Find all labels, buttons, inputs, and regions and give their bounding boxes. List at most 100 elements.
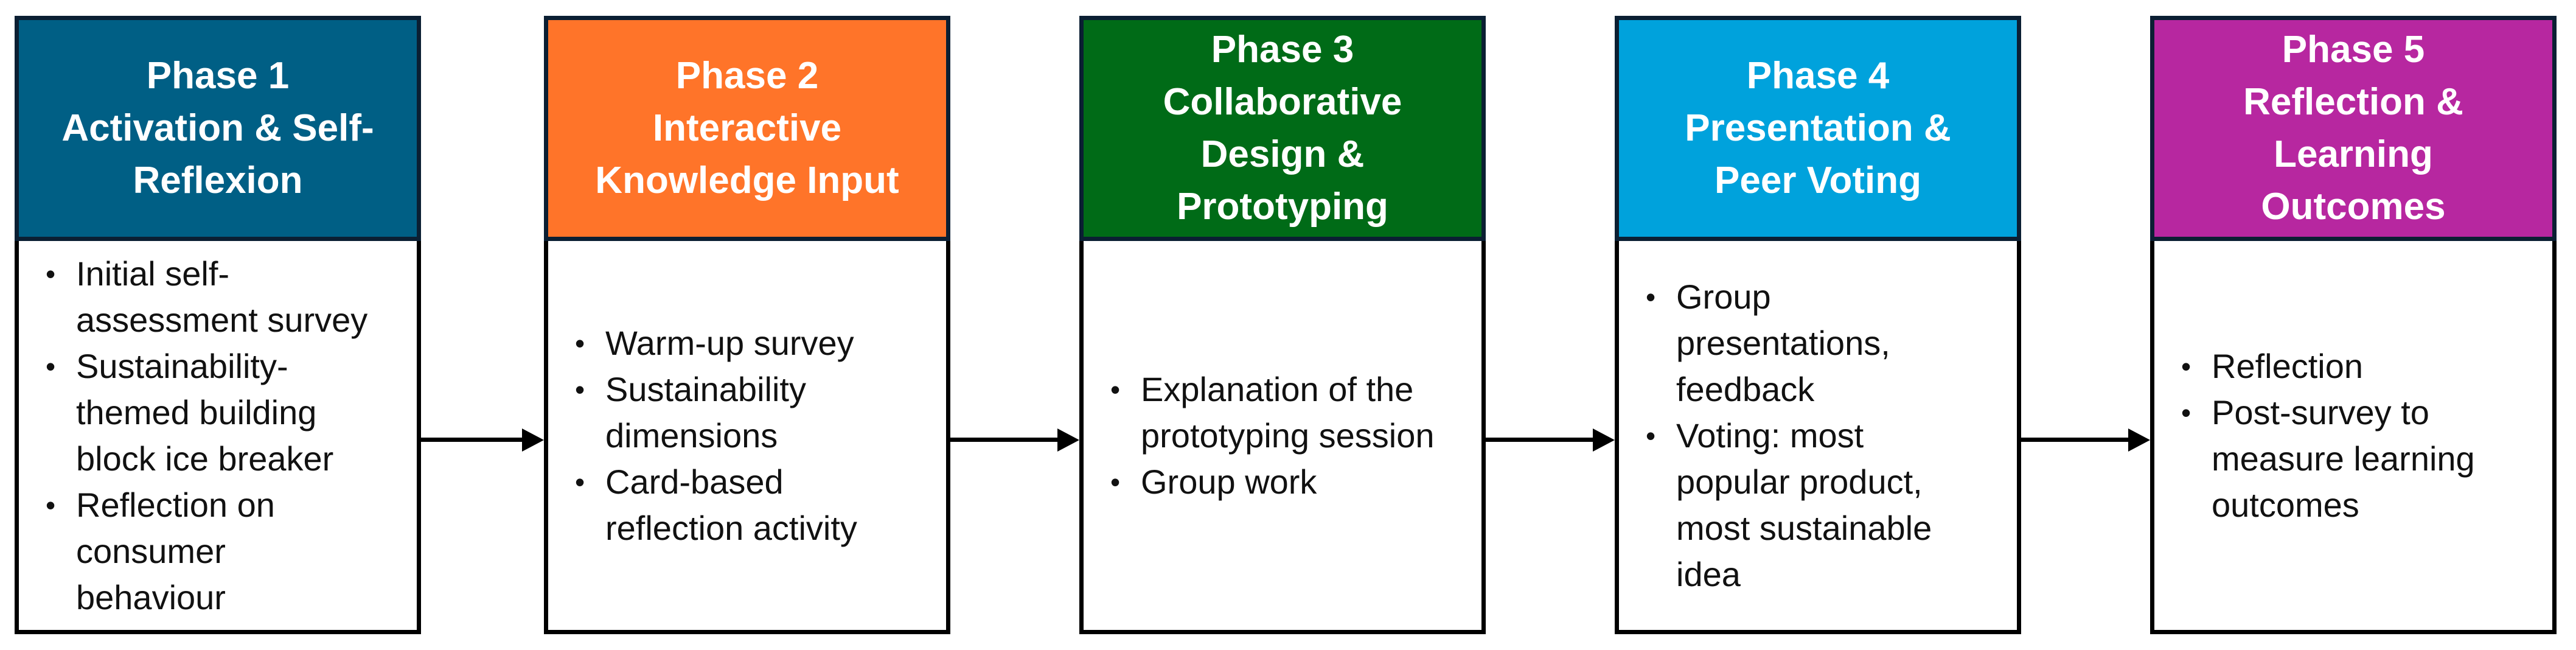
arrow-shaft [2021, 438, 2131, 442]
arrow-phase-3-to-4 [1486, 428, 1615, 452]
list-item: • Sustainability- themed building block … [41, 343, 367, 482]
phase-2-title-line: Phase 2 [675, 55, 819, 97]
bullet-icon: • [1110, 373, 1121, 405]
list-item-line: reflection activity [605, 508, 857, 547]
list-item-line: most sustainable [1676, 508, 1932, 547]
arrow-shaft [421, 438, 524, 442]
list-item-line: dimensions [605, 416, 778, 455]
phase-1: Phase 1 Activation & Self- Reflexion • I… [15, 16, 421, 634]
arrow-shaft [950, 438, 1060, 442]
bullet-icon: • [46, 257, 56, 290]
phase-4-title-line: Presentation & [1685, 107, 1951, 149]
bullet-icon: • [575, 466, 585, 498]
phase-4-title-line: Phase 4 [1746, 55, 1890, 97]
phase-4-title-line: Peer Voting [1714, 159, 1921, 201]
bullet-icon: • [46, 489, 56, 521]
bullet-icon: • [575, 327, 585, 359]
list-item-line: Reflection on [76, 485, 275, 524]
phase-5-body: • Reflection • Post-survey to measure le… [2150, 241, 2557, 634]
list-item-line: measure learning [2212, 439, 2475, 478]
list-item: • Group work [1105, 459, 1435, 505]
list-item-line: feedback [1676, 369, 1815, 408]
bullet-icon: • [1646, 281, 1656, 313]
list-item: • Post-survey to measure learning outcom… [2176, 390, 2475, 528]
phase-4: Phase 4 Presentation & Peer Voting • Gro… [1615, 16, 2021, 634]
list-item: • Initial self- assessment survey [41, 251, 367, 343]
list-item-line: idea [1676, 554, 1741, 593]
list-item-line: Sustainability [605, 369, 806, 408]
phase-4-header: Phase 4 Presentation & Peer Voting [1615, 16, 2021, 241]
list-item-line: assessment survey [76, 300, 368, 339]
list-item-line: Reflection [2212, 346, 2364, 385]
bullet-icon: • [1646, 419, 1656, 452]
phase-5-title-line: Outcomes [2261, 186, 2446, 228]
list-item: • Warm-up survey [570, 320, 857, 366]
list-item-line: prototyping session [1141, 416, 1435, 455]
bullet-icon: • [2181, 350, 2191, 382]
phase-2-activity-list: • Warm-up survey • Sustainability dimens… [570, 320, 857, 551]
phase-3-body: • Explanation of the prototyping session… [1079, 241, 1486, 634]
phase-5-title-line: Reflection & [2243, 81, 2463, 123]
list-item-line: block ice breaker [76, 439, 334, 478]
phase-3-activity-list: • Explanation of the prototyping session… [1105, 366, 1435, 505]
phase-1-title-line: Phase 1 [146, 55, 290, 97]
list-item-line: presentations, [1676, 323, 1890, 362]
phase-3-title-line: Design & [1200, 133, 1365, 175]
list-item-line: Group [1676, 277, 1771, 316]
list-item-line: Sustainability- [76, 346, 288, 385]
phase-2-body: • Warm-up survey • Sustainability dimens… [544, 241, 950, 634]
phase-4-activity-list: • Group presentations, feedback • Voting… [1641, 274, 1932, 598]
arrow-head-icon [522, 428, 544, 452]
list-item-line: consumer [76, 531, 226, 570]
list-item-line: Warm-up survey [605, 323, 854, 362]
list-item-line: Group work [1141, 462, 1317, 501]
phase-5-header: Phase 5 Reflection & Learning Outcomes [2150, 16, 2557, 241]
arrow-phase-4-to-5 [2021, 428, 2150, 452]
list-item-line: Card-based [605, 462, 784, 501]
phase-2-title-line: Interactive [652, 107, 842, 149]
list-item: • Sustainability dimensions [570, 366, 857, 459]
phase-1-title-line: Activation & Self- [61, 107, 374, 149]
phase-5: Phase 5 Reflection & Learning Outcomes •… [2150, 16, 2557, 634]
phase-3-title-line: Prototyping [1177, 186, 1388, 228]
list-item-line: Post-survey to [2212, 393, 2429, 432]
list-item: • Group presentations, feedback [1641, 274, 1932, 413]
list-item: • Explanation of the prototyping session [1105, 366, 1435, 459]
arrow-head-icon [2128, 428, 2150, 452]
phase-3-title-line: Collaborative [1163, 81, 1402, 123]
phase-3-header: Phase 3 Collaborative Design & Prototypi… [1079, 16, 1486, 241]
list-item: • Card-based reflection activity [570, 459, 857, 551]
bullet-icon: • [575, 373, 585, 405]
phase-5-activity-list: • Reflection • Post-survey to measure le… [2176, 343, 2475, 528]
phase-1-title-line: Reflexion [133, 159, 303, 201]
list-item: • Reflection [2176, 343, 2475, 390]
list-item-line: popular product, [1676, 462, 1923, 501]
phase-2-title-line: Knowledge Input [595, 159, 899, 201]
phase-3: Phase 3 Collaborative Design & Prototypi… [1079, 16, 1486, 634]
phase-2: Phase 2 Interactive Knowledge Input • Wa… [544, 16, 950, 634]
phase-3-title-line: Phase 3 [1211, 29, 1354, 71]
list-item: • Voting: most popular product, most sus… [1641, 413, 1932, 598]
phase-1-body: • Initial self- assessment survey • Sust… [15, 241, 421, 634]
list-item-line: outcomes [2212, 485, 2359, 524]
phase-1-activity-list: • Initial self- assessment survey • Sust… [41, 251, 367, 621]
list-item-line: themed building [76, 393, 317, 432]
phase-2-header: Phase 2 Interactive Knowledge Input [544, 16, 950, 241]
phase-1-header: Phase 1 Activation & Self- Reflexion [15, 16, 421, 241]
arrow-head-icon [1593, 428, 1615, 452]
arrow-phase-2-to-3 [950, 428, 1079, 452]
phase-5-title-line: Phase 5 [2282, 29, 2425, 71]
phase-4-body: • Group presentations, feedback • Voting… [1615, 241, 2021, 634]
arrow-shaft [1486, 438, 1595, 442]
list-item-line: Voting: most [1676, 416, 1864, 455]
phase-5-title-line: Learning [2274, 133, 2433, 175]
list-item-line: Explanation of the [1141, 369, 1414, 408]
list-item-line: behaviour [76, 578, 226, 617]
bullet-icon: • [1110, 466, 1121, 498]
arrow-head-icon [1057, 428, 1079, 452]
list-item: • Reflection on consumer behaviour [41, 482, 367, 621]
arrow-phase-1-to-2 [421, 428, 544, 452]
bullet-icon: • [46, 350, 56, 382]
list-item-line: Initial self- [76, 254, 230, 293]
bullet-icon: • [2181, 396, 2191, 428]
